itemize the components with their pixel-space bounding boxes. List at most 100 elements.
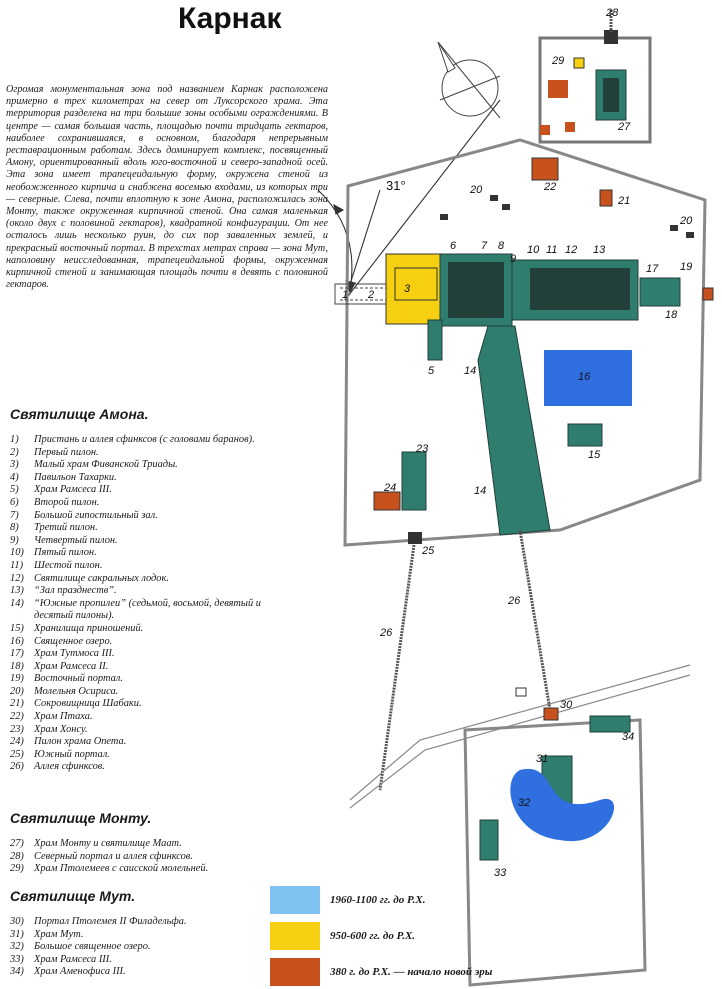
map-label-10: 10 bbox=[527, 244, 540, 256]
map-label-8: 8 bbox=[498, 240, 505, 252]
legend-item-amon: 24) Пилон храма Опета. bbox=[10, 736, 272, 749]
legend-item-number: 7) bbox=[10, 509, 19, 521]
legend-item-number: 15) bbox=[10, 622, 24, 634]
map-label-9: 9 bbox=[510, 253, 516, 265]
legend-list-mut: 30)Портал Птолемея II Филадельфа.31) Храм… bbox=[10, 916, 272, 979]
map-label-34: 34 bbox=[622, 731, 634, 743]
legend-item-amon: 10) Пятый пилон. bbox=[10, 547, 272, 560]
legend-item-mut: 31) Храм Мут. bbox=[10, 929, 272, 942]
amon-enclosure bbox=[343, 138, 707, 547]
legend-item-amon: 12)Святилище сакральных лодок. bbox=[10, 573, 272, 586]
map-label-18: 18 bbox=[665, 309, 678, 321]
legend-item-amon: 19)Восточный портал. bbox=[10, 673, 272, 686]
legend-item-text: Сокровищница Шабаки. bbox=[34, 698, 142, 710]
legend-item-number: 11) bbox=[10, 559, 24, 571]
legend-item-text: Пилон храма Опета. bbox=[34, 736, 127, 748]
map-label-6: 6 bbox=[450, 240, 457, 252]
legend-item-number: 31) bbox=[10, 928, 24, 940]
legend-item-amon: 13)“Зал празднеств”. bbox=[10, 585, 272, 598]
legend-item-amon: 2)Первый пилон. bbox=[10, 447, 272, 460]
montu-enclosure bbox=[538, 10, 652, 144]
legend-item-text: Третий пилон. bbox=[34, 522, 98, 534]
legend-item-amon: 11)Шестой пилон. bbox=[10, 560, 272, 573]
legend-item-amon: 7)Большой гипостильный зал. bbox=[10, 510, 272, 523]
legend-item-text: Южный портал. bbox=[34, 748, 110, 760]
legend-item-number: 30) bbox=[10, 916, 24, 927]
shabaka-treasury bbox=[599, 189, 613, 207]
map-number-labels: 1 2 3 5 6 7 8 9 10 11 12 13 14 14 15 16 … bbox=[342, 7, 693, 879]
legend-item-amon: 17)Храм Тутмоса III. bbox=[10, 648, 272, 661]
legend-item-text: Второй пилон. bbox=[34, 496, 100, 508]
mut-enclosure bbox=[463, 687, 647, 987]
legend-item-text: Пристань и аллея сфинксов (с головами ба… bbox=[34, 434, 255, 445]
period-label-early: 1960-1100 гг. до Р.Х. bbox=[330, 894, 426, 906]
legend-item-number: 29) bbox=[10, 863, 24, 875]
legend-item-text: Храм Мут. bbox=[34, 928, 84, 940]
map-label-19: 19 bbox=[680, 261, 692, 273]
map-label-3: 3 bbox=[404, 283, 411, 295]
map-label-15: 15 bbox=[588, 449, 601, 461]
legend-item-number: 13) bbox=[10, 585, 24, 597]
legend-item-amon: 15)Хранилища приношений. bbox=[10, 623, 272, 636]
legend-item-montu: 29) Храм Птолемеев с саисской молельней. bbox=[10, 863, 272, 876]
legend-item-number: 6) bbox=[10, 496, 19, 508]
intro-paragraph: Огромая монументальная зона под название… bbox=[6, 84, 328, 291]
section-title-amon: Святилище Амона. bbox=[10, 406, 149, 422]
legend-item-number: 20) bbox=[10, 685, 24, 697]
section-title-mut: Святилище Мут. bbox=[10, 888, 136, 904]
legend-item-number: 8) bbox=[10, 522, 19, 534]
legend-item-number: 26) bbox=[10, 761, 24, 773]
legend-item-mut: 30)Портал Птолемея II Филадельфа. bbox=[10, 916, 272, 929]
legend-item-text: Храм Аменофиса III. bbox=[34, 966, 126, 978]
southern-propylaea bbox=[477, 325, 551, 536]
map-label-7: 7 bbox=[481, 240, 488, 252]
legend-list-montu: 27)Храм Монту и святилище Маат.28)Северн… bbox=[10, 838, 272, 876]
map-label-13: 13 bbox=[593, 244, 606, 256]
legend-item-amon: 4)Павильон Тахарки. bbox=[10, 472, 272, 485]
legend-item-number: 34) bbox=[10, 966, 24, 978]
legend-item-text: “Южные пропилеи” (седьмой, восьмой, девя… bbox=[34, 597, 261, 622]
map-label-23: 23 bbox=[415, 443, 429, 455]
legend-item-number: 24) bbox=[10, 736, 24, 748]
section-title-montu: Святилище Монту. bbox=[10, 810, 152, 826]
legend-item-amon: 8) Третий пилон. bbox=[10, 522, 272, 535]
legend-item-text: Храм Рамсеса III. bbox=[34, 953, 112, 965]
legend-item-amon: 18)Храм Рамсеса II. bbox=[10, 661, 272, 674]
legend-item-amon: 1)Пристань и аллея сфинксов (с головами … bbox=[10, 434, 272, 447]
legend-item-text: Молельня Осириса. bbox=[34, 685, 119, 697]
map-label-12: 12 bbox=[565, 244, 577, 256]
legend-item-number: 10) bbox=[10, 547, 24, 559]
legend-item-number: 9) bbox=[10, 534, 19, 546]
period-swatch-middle bbox=[270, 922, 320, 950]
legend-item-text: Храм Хонсу. bbox=[34, 723, 88, 735]
legend-item-montu: 28)Северный портал и аллея сфинксов. bbox=[10, 851, 272, 864]
legend-item-amon: 16)Священное озеро. bbox=[10, 636, 272, 649]
map-label-31: 31 bbox=[536, 753, 548, 765]
legend-item-number: 28) bbox=[10, 850, 24, 862]
legend-item-text: Пятый пилон. bbox=[34, 547, 97, 559]
legend-item-text: Святилище сакральных лодок. bbox=[34, 572, 169, 584]
page-title: Карнак bbox=[178, 2, 282, 35]
legend-item-number: 27) bbox=[10, 838, 24, 849]
legend-item-number: 25) bbox=[10, 748, 24, 760]
map-label-14a: 14 bbox=[464, 365, 476, 377]
legend-item-number: 19) bbox=[10, 673, 24, 685]
period-label-middle: 950-600 гг. до Р.Х. bbox=[330, 930, 416, 942]
legend-item-text: Большое священное озеро. bbox=[34, 941, 151, 953]
legend-item-text: Храм Птолемеев с саисской молельней. bbox=[34, 863, 209, 875]
legend-item-number: 33) bbox=[10, 953, 24, 965]
map-label-29: 29 bbox=[551, 55, 564, 67]
map-label-27: 27 bbox=[617, 121, 631, 133]
north-arrow-icon bbox=[437, 41, 501, 119]
legend-item-amon: 14)“Южные пропилеи” (седьмой, восьмой, д… bbox=[10, 598, 272, 623]
south-avenues bbox=[378, 529, 552, 791]
legend-item-amon: 6) Второй пилон. bbox=[10, 497, 272, 510]
map-label-22: 22 bbox=[543, 181, 556, 193]
legend-item-mut: 33) Храм Рамсеса III. bbox=[10, 954, 272, 967]
map-label-2: 2 bbox=[367, 289, 374, 301]
legend-item-text: Четвертый пилон. bbox=[34, 534, 118, 546]
map-label-11: 11 bbox=[546, 244, 557, 256]
map-label-5: 5 bbox=[428, 365, 435, 377]
